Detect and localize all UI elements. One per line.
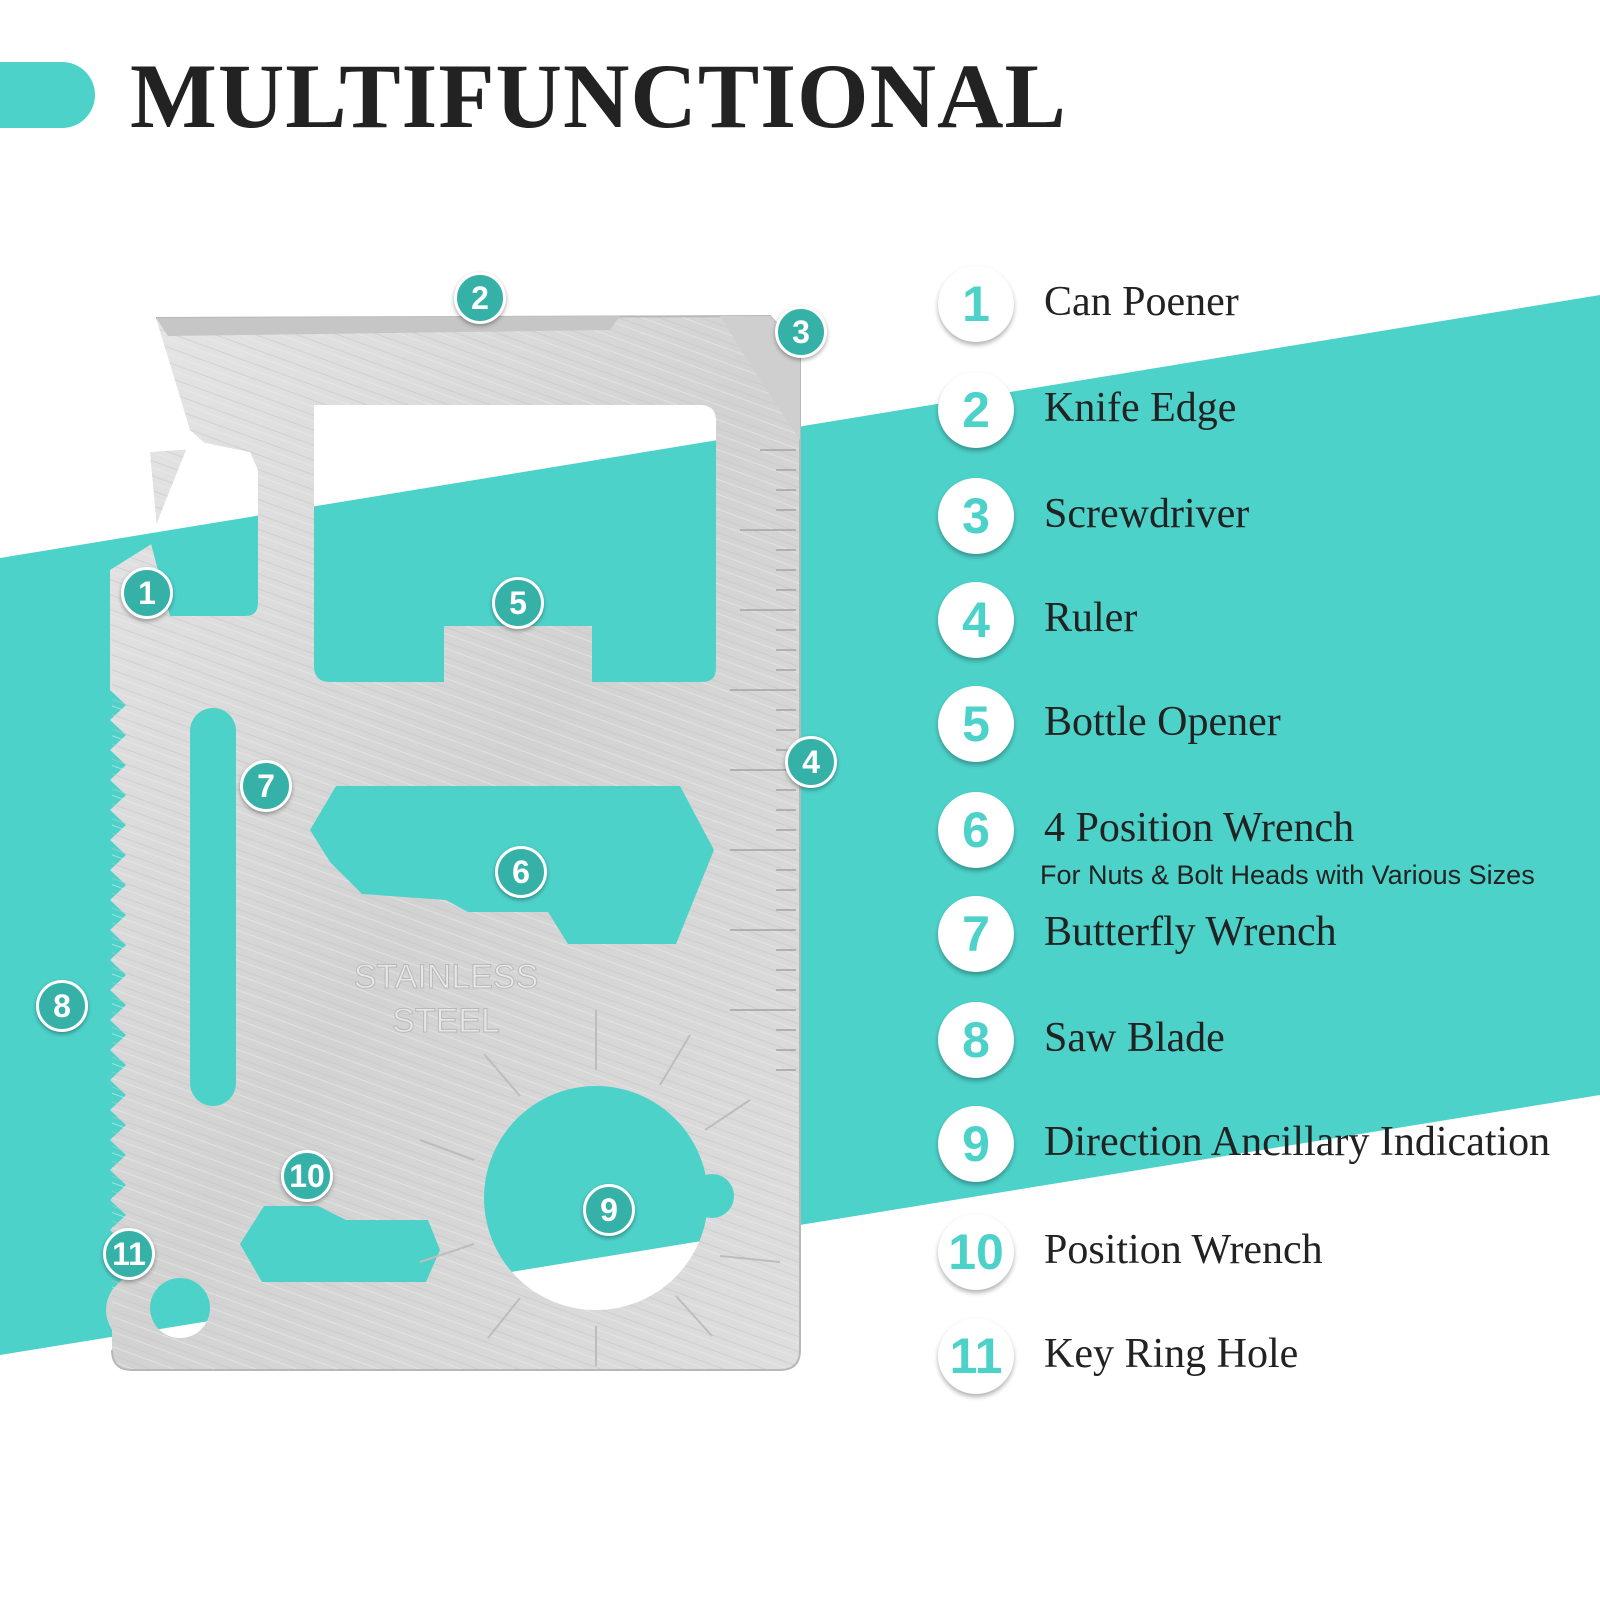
legend-item-4-position-wrench: 6 4 Position Wrench For Nuts & Bolt Head… <box>938 792 1598 890</box>
marker-key-ring-hole: 11 <box>103 1228 155 1280</box>
legend-number: 8 <box>938 1002 1014 1078</box>
legend-sublabel: For Nuts & Bolt Heads with Various Sizes <box>1040 860 1535 890</box>
legend-label: Knife Edge <box>1044 385 1237 431</box>
legend-item-knife-edge: 2 Knife Edge <box>938 372 1598 452</box>
marker-4-position-wrench: 6 <box>495 846 547 898</box>
legend-number: 3 <box>938 478 1014 554</box>
legend-label: Key Ring Hole <box>1044 1331 1299 1377</box>
legend-label: Butterfly Wrench <box>1044 909 1337 955</box>
legend-item-ruler: 4 Ruler <box>938 582 1598 662</box>
legend-item-screwdriver: 3 Screwdriver <box>938 478 1598 558</box>
marker-position-wrench: 10 <box>281 1150 333 1202</box>
legend-label: Bottle Opener <box>1044 699 1281 745</box>
legend-item-saw-blade: 8 Saw Blade <box>938 1002 1598 1082</box>
legend-label: Ruler <box>1044 595 1138 641</box>
marker-screwdriver: 3 <box>775 306 827 358</box>
legend-label: Can Poener <box>1044 279 1239 325</box>
page-title: MULTIFUNCTIONAL <box>130 45 1067 147</box>
legend-label: Saw Blade <box>1044 1015 1225 1061</box>
legend-label: 4 Position Wrench <box>1044 805 1355 851</box>
marker-knife-edge: 2 <box>454 272 506 324</box>
legend-item-position-wrench: 10 Position Wrench <box>938 1214 1598 1294</box>
legend-number: 10 <box>938 1214 1014 1290</box>
legend-number: 2 <box>938 372 1014 448</box>
legend-number: 5 <box>938 686 1014 762</box>
legend-number: 9 <box>938 1106 1014 1182</box>
marker-ruler: 4 <box>785 736 837 788</box>
legend-item-key-ring-hole: 11 Key Ring Hole <box>938 1318 1598 1398</box>
legend-item-bottle-opener: 5 Bottle Opener <box>938 686 1598 766</box>
marker-direction-indication: 9 <box>583 1184 635 1236</box>
legend-item-butterfly-wrench: 7 Butterfly Wrench <box>938 896 1598 976</box>
marker-bottle-opener: 5 <box>492 577 544 629</box>
engraving-steel: STEEL <box>392 1002 500 1040</box>
marker-saw-blade: 8 <box>36 980 88 1032</box>
marker-can-opener: 1 <box>121 567 173 619</box>
legend-label: Direction Ancillary Indication <box>1044 1119 1551 1165</box>
legend-item-can-opener: 1 Can Poener <box>938 266 1598 346</box>
legend-label: Position Wrench <box>1044 1227 1323 1273</box>
legend-number: 11 <box>938 1318 1014 1394</box>
legend-number: 6 <box>938 792 1014 868</box>
engraving-stainless: STAINLESS <box>354 958 539 996</box>
legend-number: 7 <box>938 896 1014 972</box>
feature-legend: 1 Can Poener 2 Knife Edge 3 Screwdriver … <box>938 0 1598 1600</box>
legend-number: 4 <box>938 582 1014 658</box>
legend-number: 1 <box>938 266 1014 342</box>
legend-item-direction-indication: 9 Direction Ancillary Indication <box>938 1106 1598 1186</box>
title-accent-pill <box>0 62 95 128</box>
marker-butterfly-wrench: 7 <box>240 760 292 812</box>
legend-label: Screwdriver <box>1044 491 1250 537</box>
